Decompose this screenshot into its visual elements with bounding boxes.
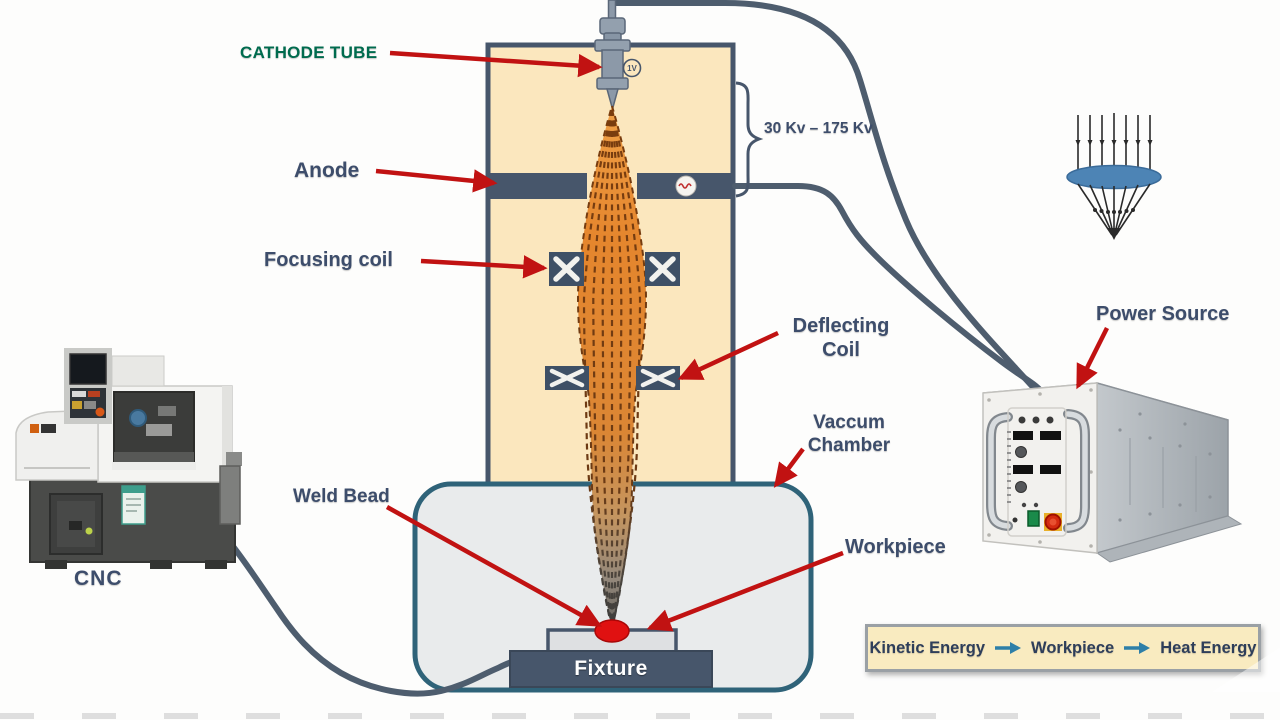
power-source-control-panel xyxy=(1007,407,1067,537)
energy-step-kinetic: Kinetic Energy xyxy=(869,638,986,657)
watermark-triangle xyxy=(1212,646,1280,692)
electron-beam xyxy=(576,102,648,631)
label-cathode-tube: CATHODE TUBE xyxy=(240,43,378,62)
label-vacuum-chamber: Vaccum Chamber xyxy=(807,412,891,456)
cables xyxy=(225,0,1044,697)
label-fixture: Fixture xyxy=(574,657,648,680)
cathode-tube-assembly xyxy=(594,0,642,112)
deflecting-coil-right xyxy=(636,366,680,390)
arrow-weld-bead xyxy=(385,505,603,627)
flow-arrow-icon xyxy=(1124,642,1151,654)
focusing-coil-left xyxy=(549,252,584,286)
flow-arrow-icon xyxy=(995,642,1022,654)
energy-flow-banner: Kinetic Energy Workpiece Heat Energy xyxy=(865,624,1261,672)
arrow-cathode-tube xyxy=(389,50,603,78)
deflecting-coil-left xyxy=(545,366,589,390)
deflecting-coils xyxy=(545,366,680,390)
arrow-vacuum-chamber xyxy=(773,447,805,488)
power-source-handles xyxy=(986,409,1090,533)
arrow-focusing-coil xyxy=(420,255,548,279)
cathode-power-cable xyxy=(609,0,1035,389)
energy-step-workpiece: Workpiece xyxy=(1031,638,1115,657)
callout-arrows xyxy=(375,50,1110,632)
label-weld-bead: Weld Bead xyxy=(293,486,390,507)
label-power-source: Power Source xyxy=(1096,303,1230,325)
cnc-machine xyxy=(15,348,242,569)
power-source-unit xyxy=(982,382,1243,563)
label-focusing-coil: Focusing coil xyxy=(264,249,393,271)
anode-power-cable xyxy=(732,183,1044,394)
label-anode: Anode xyxy=(294,159,360,182)
label-cnc: CNC xyxy=(74,567,123,590)
lens-focus-diagram xyxy=(1066,113,1162,240)
anode-meter-badge xyxy=(675,175,697,197)
label-deflecting-coil: Deflecting Coil xyxy=(792,315,890,361)
fixture-shape xyxy=(509,650,713,688)
focusing-coils xyxy=(549,252,680,286)
cathode-badge-circle xyxy=(622,58,642,78)
focusing-coil-right xyxy=(645,252,680,286)
weld-bead-dot xyxy=(594,619,630,643)
cnc-chamber-cable xyxy=(225,537,522,697)
arrow-workpiece xyxy=(646,550,844,632)
label-workpiece: Workpiece xyxy=(845,536,946,558)
lens-icon xyxy=(1066,164,1162,190)
arrow-anode xyxy=(375,168,498,193)
voltage-brace xyxy=(735,81,764,198)
cathode-badge-label: 1V xyxy=(627,63,637,73)
label-voltage-range: 30 Kv – 175 Kv xyxy=(764,120,873,137)
arrow-deflecting-coil xyxy=(677,330,779,381)
video-filmstrip-remnant xyxy=(0,713,1280,719)
arrow-power-source xyxy=(1075,326,1110,390)
